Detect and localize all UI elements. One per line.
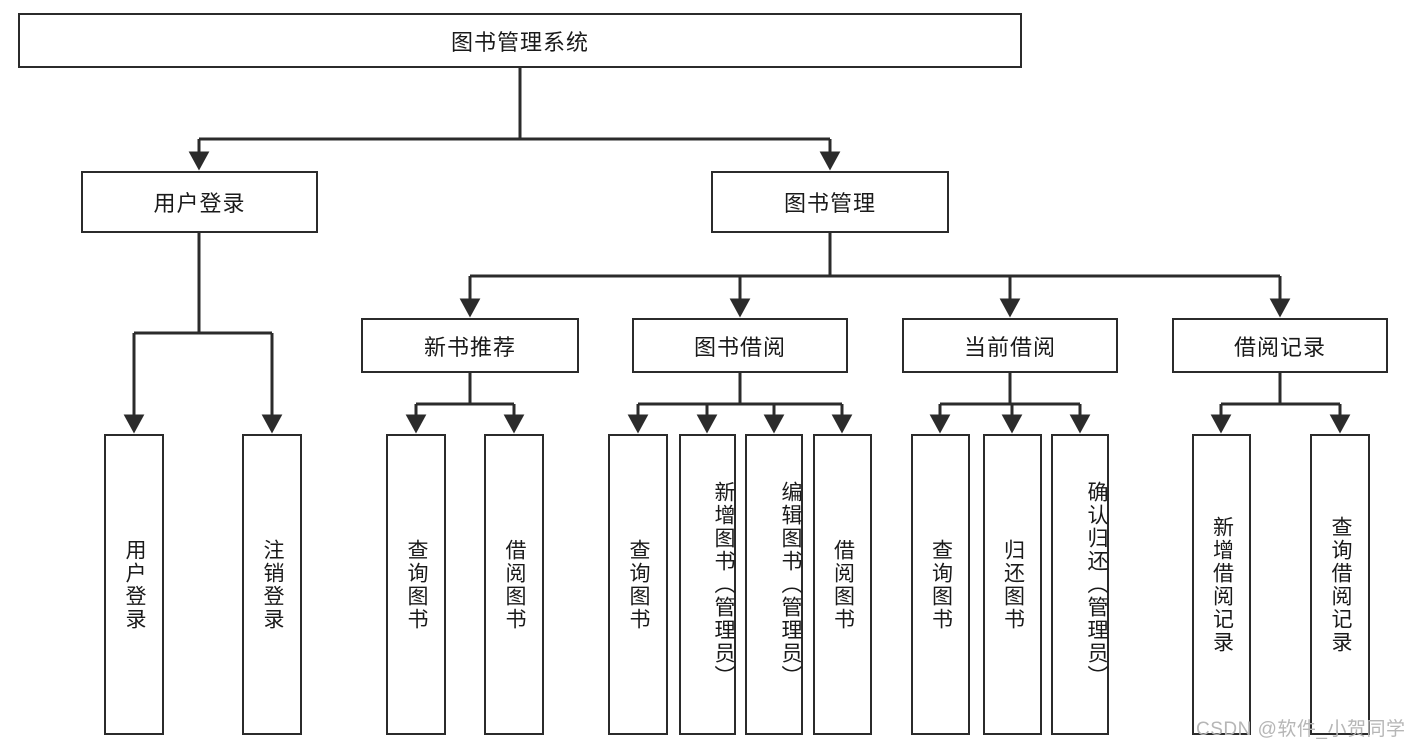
leaf-user-logout[interactable]: 注销登录 [242,434,302,735]
node-root[interactable]: 图书管理系统 [18,13,1022,68]
node-current-borrow[interactable]: 当前借阅 [902,318,1118,373]
leaf-lend-book[interactable]: 借阅图书 [813,434,872,735]
leaf-return-book[interactable]: 归还图书 [983,434,1042,735]
leaf-borrow-book-recommend[interactable]: 借阅图书 [484,434,544,735]
leaf-query-borrow-record[interactable]: 查询借阅记录 [1310,434,1370,735]
leaf-query-book-current[interactable]: 查询图书 [911,434,970,735]
csdn-watermark: CSDN @软件_小贺同学 [1196,719,1405,740]
node-borrow-record[interactable]: 借阅记录 [1172,318,1388,373]
leaf-confirm-return-admin[interactable]: 确认归还（管理员） [1051,434,1109,735]
leaf-query-book-borrow[interactable]: 查询图书 [608,434,668,735]
leaf-add-book-admin[interactable]: 新增图书（管理员） [679,434,736,735]
leaf-add-borrow-record[interactable]: 新增借阅记录 [1192,434,1251,735]
node-book-management[interactable]: 图书管理 [711,171,949,233]
leaf-edit-book-admin[interactable]: 编辑图书（管理员） [745,434,803,735]
leaf-query-book-recommend[interactable]: 查询图书 [386,434,446,735]
leaf-user-login[interactable]: 用户登录 [104,434,164,735]
node-book-borrow[interactable]: 图书借阅 [632,318,848,373]
node-new-book-recommend[interactable]: 新书推荐 [361,318,579,373]
node-user-login[interactable]: 用户登录 [81,171,318,233]
